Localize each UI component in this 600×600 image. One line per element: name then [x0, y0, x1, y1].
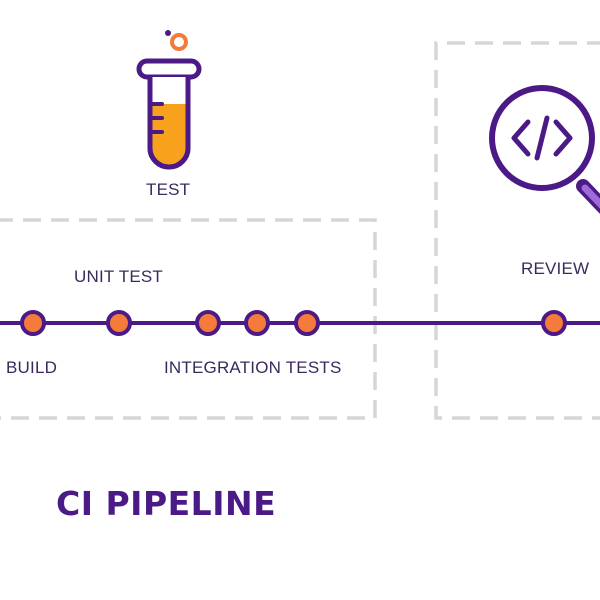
pipeline-node-review	[541, 310, 567, 336]
integration-tests-label: INTEGRATION TESTS	[164, 358, 342, 377]
pipeline-node-build	[20, 310, 46, 336]
pipeline-node-unit-test	[106, 310, 132, 336]
ci-stage-box	[0, 218, 377, 420]
magnifier-code-icon	[489, 85, 600, 214]
test-tube-icon	[136, 30, 202, 170]
pipeline-node-integration-1	[195, 310, 221, 336]
pipeline-node-integration-2	[244, 310, 270, 336]
pipeline-nodes	[20, 310, 567, 336]
diagram-title: CI PIPELINE	[56, 484, 277, 523]
build-label: BUILD	[6, 358, 58, 377]
review-stage-box	[434, 41, 600, 420]
review-label: REVIEW	[521, 259, 590, 278]
test-label: TEST	[146, 180, 191, 199]
pipeline-node-integration-3	[294, 310, 320, 336]
unit-test-label: UNIT TEST	[74, 267, 164, 286]
